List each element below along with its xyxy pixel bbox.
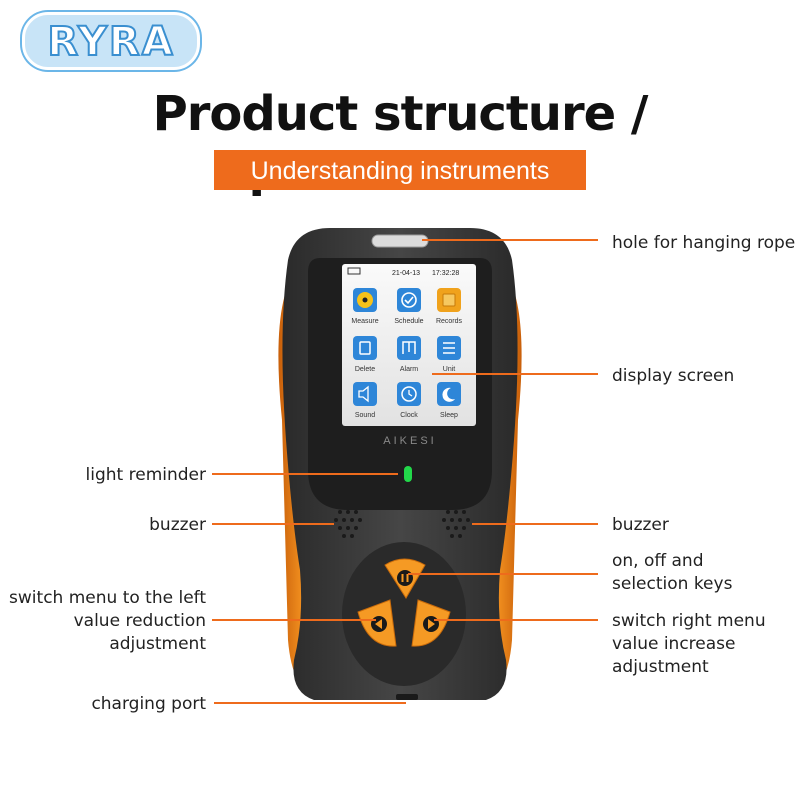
app-grid: Measure Schedule Records Delete bbox=[351, 288, 463, 419]
app-label: Measure bbox=[351, 318, 378, 325]
light-reminder-led bbox=[404, 466, 412, 482]
callout-power-line2: selection keys bbox=[612, 574, 733, 594]
sleep-icon bbox=[442, 387, 455, 402]
hanging-hole bbox=[371, 234, 429, 248]
alarm-icon bbox=[402, 341, 416, 354]
clock-icon bbox=[401, 386, 417, 402]
app-clock[interactable]: Clock bbox=[397, 382, 421, 419]
keypad-panel bbox=[342, 542, 466, 686]
screen-time: 17:32:28 bbox=[432, 270, 459, 277]
battery-icon bbox=[347, 267, 361, 275]
buzzer-left-grille bbox=[334, 510, 362, 538]
app-label: Records bbox=[436, 318, 463, 325]
app-label: Delete bbox=[355, 366, 375, 373]
app-delete[interactable]: Delete bbox=[353, 336, 377, 373]
callout-right-key: switch right menu value increase adjustm… bbox=[612, 610, 766, 679]
app-schedule[interactable]: Schedule bbox=[394, 288, 424, 325]
callout-buzzer-right: buzzer bbox=[612, 515, 669, 535]
callout-left-key: switch menu to the left value reduction … bbox=[4, 587, 206, 656]
callout-right-line2: value increase bbox=[612, 634, 736, 654]
sound-icon bbox=[358, 385, 369, 403]
records-icon bbox=[442, 293, 456, 307]
subtitle-text: Understanding instruments bbox=[250, 157, 550, 185]
subtitle-banner: Understanding instruments bbox=[214, 150, 586, 190]
app-label: Sound bbox=[355, 412, 375, 419]
callout-power-line1: on, off and bbox=[612, 551, 704, 571]
callout-display-screen: display screen bbox=[612, 366, 735, 386]
brand-logo: RYRA bbox=[22, 12, 200, 70]
app-alarm[interactable]: Alarm bbox=[397, 336, 421, 373]
clock-check-icon bbox=[401, 292, 417, 308]
app-sleep[interactable]: Sleep bbox=[437, 382, 461, 419]
brand-logo-text: RYRA bbox=[46, 18, 175, 66]
callout-buzzer-left: buzzer bbox=[149, 515, 206, 535]
delete-icon bbox=[359, 341, 371, 355]
callout-power-keys: on, off and selection keys bbox=[612, 550, 732, 596]
buzzer-right-grille bbox=[442, 510, 470, 538]
callout-light-reminder: light reminder bbox=[85, 465, 206, 485]
callout-left-line2: value reduction bbox=[73, 611, 206, 631]
app-sound[interactable]: Sound bbox=[353, 382, 377, 419]
callout-lines bbox=[212, 239, 598, 704]
app-label: Sleep bbox=[440, 412, 458, 419]
charging-port bbox=[396, 694, 418, 700]
callout-hanging-hole: hole for hanging rope bbox=[612, 233, 796, 253]
callout-left-line1: switch menu to the left bbox=[9, 588, 206, 608]
pause-icon bbox=[397, 570, 413, 586]
callout-right-line3: adjustment bbox=[612, 657, 709, 677]
app-label: Alarm bbox=[400, 366, 418, 373]
app-label: Schedule bbox=[394, 318, 423, 325]
app-unit[interactable]: Unit bbox=[437, 336, 461, 373]
unit-icon bbox=[443, 342, 455, 354]
screen-date: 21-04-13 bbox=[392, 270, 420, 277]
callout-charging-port: charging port bbox=[91, 694, 206, 714]
radiation-icon bbox=[362, 297, 368, 303]
app-records[interactable]: Records bbox=[436, 288, 463, 325]
callout-left-line3: adjustment bbox=[109, 634, 206, 654]
app-measure[interactable]: Measure bbox=[351, 288, 379, 325]
device-brand-mark: AIKESI bbox=[383, 435, 436, 447]
app-label: Unit bbox=[443, 366, 456, 373]
callout-right-line1: switch right menu bbox=[612, 611, 766, 631]
app-label: Clock bbox=[400, 412, 418, 419]
